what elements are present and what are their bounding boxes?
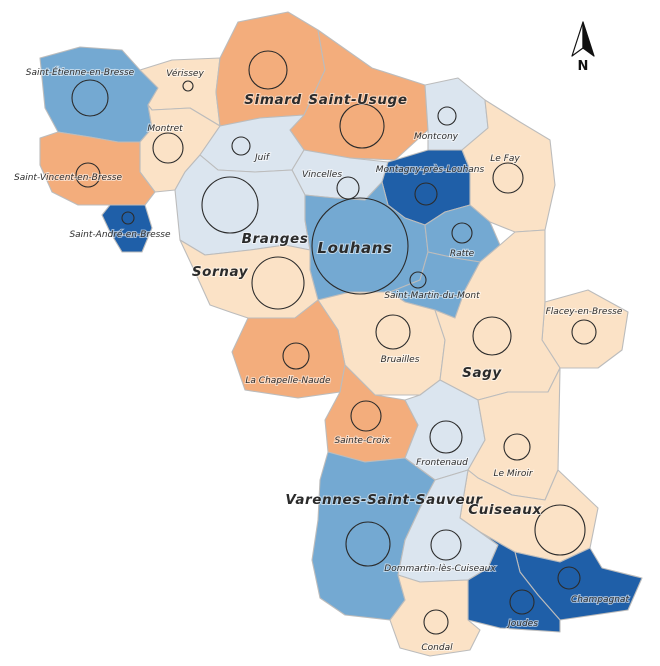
- label-montret: Montret: [147, 124, 183, 134]
- label-sagy: Sagy: [462, 365, 502, 381]
- label-louhans: Louhans: [317, 239, 392, 257]
- north-arrow-icon: N: [571, 21, 595, 74]
- label-champagnat: Champagnat: [571, 595, 629, 605]
- label-varennes-saint-sauveur: Varennes-Saint-Sauveur: [285, 492, 483, 508]
- bubble-saint-andre-en-bresse: [121, 211, 135, 225]
- bubble-sainte-croix: [350, 400, 382, 432]
- label-le-miroir: Le Miroir: [493, 469, 533, 479]
- label-flacey-en-bresse: Flacey-en-Bresse: [546, 307, 623, 317]
- label-sainte-croix: Sainte-Croix: [334, 436, 390, 446]
- bubble-champagnat: [557, 566, 581, 590]
- label-bruailles: Bruailles: [381, 355, 420, 365]
- bubble-ratte: [451, 222, 473, 244]
- bubble-joudes: [509, 589, 535, 615]
- bubble-saint-usuge: [339, 103, 385, 149]
- label-sornay: Sornay: [192, 264, 249, 280]
- commune-area-saint-andre-en-bresse: [101, 204, 153, 253]
- bubble-cuiseaux: [534, 504, 586, 556]
- label-frontenaud: Frontenaud: [416, 458, 468, 468]
- bubble-condal: [423, 609, 449, 635]
- label-montcony: Montcony: [414, 132, 459, 142]
- bubble-montret: [152, 132, 184, 164]
- communes-layer: [39, 11, 643, 657]
- bubble-dommartin-les-cuiseaux: [430, 529, 462, 561]
- bubble-bruailles: [375, 314, 411, 350]
- label-saint-etienne-en-bresse: Saint-Étienne-en-Bresse: [26, 66, 135, 78]
- labels-layer: Saint-Étienne-en-Bresse Vérissey Simard …: [13, 65, 630, 654]
- commune-area-flacey-en-bresse: [541, 289, 629, 369]
- bubble-louhans: [311, 197, 409, 295]
- bubble-verissey: [182, 80, 194, 92]
- label-juif: Juif: [253, 153, 271, 163]
- label-saint-martin-du-mont: Saint-Martin-du-Mont: [384, 291, 480, 301]
- label-dommartin-les-cuiseaux: Dommartin-lès-Cuiseaux: [384, 563, 496, 574]
- label-simard: Simard: [244, 92, 301, 108]
- bubble-la-chapelle-naude: [282, 342, 310, 370]
- label-la-chapelle-naude: La Chapelle-Naude: [245, 376, 331, 386]
- north-label: N: [578, 59, 589, 74]
- bubble-juif: [231, 136, 251, 156]
- bubble-simard: [248, 50, 288, 90]
- label-branges: Branges: [242, 231, 309, 247]
- label-verissey: Vérissey: [166, 68, 204, 79]
- bubble-saint-martin-du-mont: [409, 271, 427, 289]
- label-saint-usuge: Saint-Usuge: [308, 92, 407, 108]
- label-ratte: Ratte: [450, 249, 475, 259]
- label-saint-vincent-en-bresse: Saint-Vincent-en-Bresse: [14, 173, 122, 183]
- bubble-montagny-pres-louhans: [414, 182, 438, 206]
- bubble-le-miroir: [503, 433, 531, 461]
- commune-area-condal: [389, 574, 481, 657]
- label-joudes: Joudes: [506, 619, 538, 629]
- commune-area-joudes: [467, 531, 561, 633]
- bubble-saint-vincent-en-bresse: [75, 162, 101, 188]
- bubble-sornay: [251, 256, 305, 310]
- bubble-saint-etienne-en-bresse: [71, 79, 109, 117]
- label-saint-andre-en-bresse: Saint-André-en-Bresse: [69, 229, 171, 240]
- label-condal: Condal: [421, 643, 453, 653]
- commune-area-saint-etienne-en-bresse: [39, 46, 159, 143]
- bubble-varennes-saint-sauveur: [345, 521, 391, 567]
- bubble-branges: [201, 176, 259, 234]
- label-cuiseaux: Cuiseaux: [468, 502, 542, 518]
- label-vincelles: Vincelles: [302, 170, 342, 180]
- label-montagny-pres-louhans: Montagny-près-Louhans: [376, 164, 485, 175]
- bubble-montcony: [437, 106, 457, 126]
- bubble-flacey-en-bresse: [571, 319, 597, 345]
- bubble-frontenaud: [429, 420, 463, 454]
- commune-area-le-fay: [461, 99, 556, 233]
- bubble-sagy: [472, 316, 512, 356]
- label-le-fay: Le Fay: [490, 154, 520, 164]
- bubbles-layer: [71, 50, 597, 635]
- bubble-le-fay: [492, 162, 524, 194]
